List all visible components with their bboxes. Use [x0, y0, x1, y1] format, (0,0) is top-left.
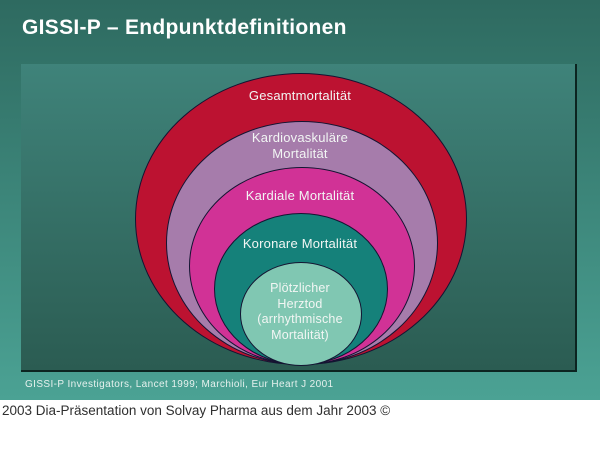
footer-bar: 2003 Dia-Präsentation von Solvay Pharma …	[0, 400, 600, 461]
slide-background: GISSI-P – Endpunktdefinitionen Gesamtmor…	[0, 0, 600, 400]
label-koronare-mortalitaet: Koronare Mortalität	[242, 236, 358, 251]
label-gesamtmortalitaet: Gesamtmortalität	[248, 88, 352, 103]
source-citation: GISSI-P Investigators, Lancet 1999; Marc…	[25, 379, 334, 390]
label-kardiovaskulaere-mortalitaet: Kardiovaskuläre Mortalität	[251, 130, 349, 161]
label-kardiale-mortalitaet: Kardiale Mortalität	[245, 188, 355, 203]
footer-text: 2003 Dia-Präsentation von Solvay Pharma …	[2, 403, 391, 418]
label-ploetzlicher-herztod: Plötzlicher Herztod (arrhythmische Morta…	[257, 281, 343, 342]
slide-title: GISSI-P – Endpunktdefinitionen	[22, 16, 347, 39]
ellipse-ploetzlicher-herztod	[240, 262, 362, 366]
